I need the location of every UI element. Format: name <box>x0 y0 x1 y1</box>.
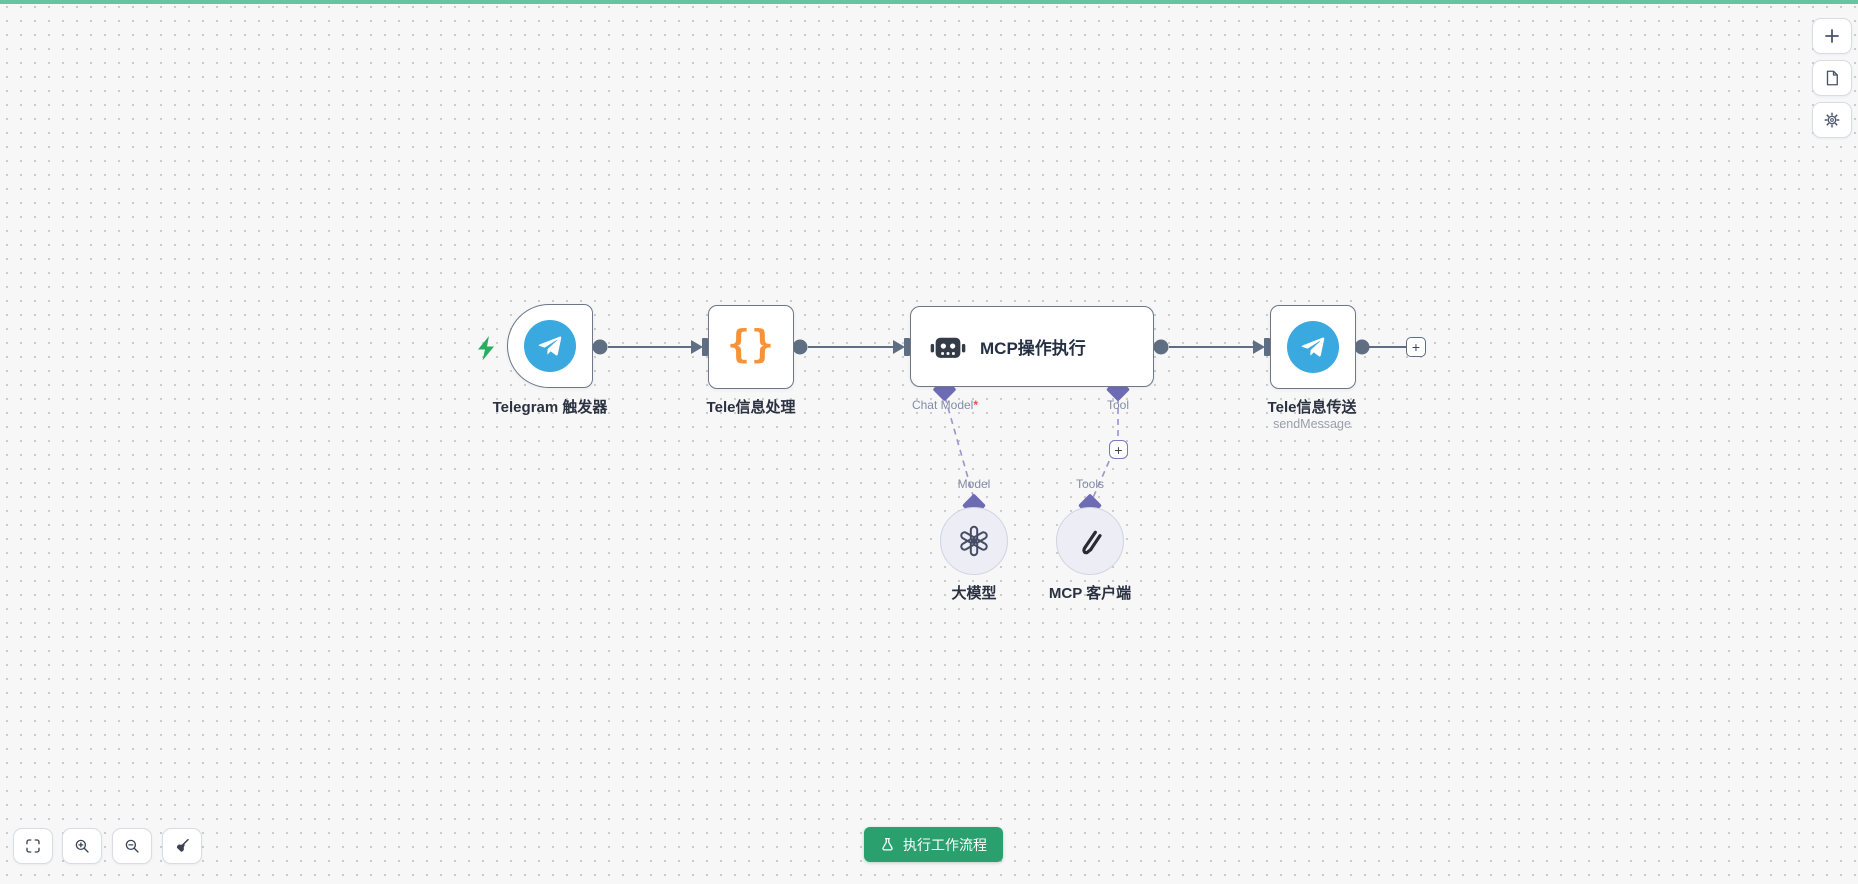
required-asterisk: * <box>973 398 979 412</box>
output-port-trigger[interactable] <box>592 339 608 355</box>
connection-trigger-to-code[interactable] <box>608 338 708 356</box>
add-tool-button[interactable]: + <box>1109 440 1128 459</box>
port-label-model: Model <box>957 477 991 491</box>
output-port-send[interactable] <box>1354 339 1370 355</box>
node-label-model: 大模型 <box>951 585 997 602</box>
gear-icon <box>1824 112 1840 128</box>
telegram-icon <box>524 320 576 372</box>
fit-view-button[interactable] <box>13 828 53 864</box>
node-title-agent: MCP操作执行 <box>980 339 1086 358</box>
note-page-icon <box>1826 70 1838 86</box>
robot-icon <box>930 337 966 358</box>
node-label-telegram-trigger: Telegram 触发器 <box>492 399 608 416</box>
magnifier-plus-icon <box>75 839 89 853</box>
node-label-telegram-send: Tele信息传送 <box>1267 399 1357 416</box>
telegram-icon <box>1287 321 1339 373</box>
node-mcp-client[interactable] <box>1056 507 1124 575</box>
node-label-code: Tele信息处理 <box>706 399 796 416</box>
frame-corners-icon <box>26 839 40 853</box>
magnifier-minus-icon <box>125 839 139 853</box>
mcp-icon <box>1082 530 1102 555</box>
connection-agent-to-send[interactable] <box>1169 338 1270 356</box>
trigger-bolt-icon <box>478 336 494 361</box>
connection-chatmodel-to-model[interactable] <box>944 396 975 500</box>
curly-braces-icon: {} <box>727 322 775 366</box>
node-model[interactable] <box>940 507 1008 575</box>
zoom-out-button[interactable] <box>112 828 152 864</box>
add-node-button[interactable] <box>1812 18 1852 54</box>
execute-workflow-label: 执行工作流程 <box>903 836 987 853</box>
sticky-note-button[interactable] <box>1812 60 1852 96</box>
openai-icon <box>960 525 988 557</box>
node-agent[interactable]: MCP操作执行 <box>910 306 1154 387</box>
port-label-tool: Tool <box>1106 398 1129 412</box>
zoom-in-button[interactable] <box>62 828 102 864</box>
flask-icon <box>882 837 893 851</box>
connection-code-to-agent[interactable] <box>808 338 910 356</box>
output-port-agent[interactable] <box>1153 339 1169 355</box>
broom-icon <box>176 838 189 852</box>
top-accent-bar <box>0 0 1858 4</box>
node-telegram-trigger[interactable] <box>507 304 593 388</box>
add-next-node-button[interactable]: + <box>1406 337 1426 357</box>
node-sublabel-send-message: sendMessage <box>1273 417 1351 431</box>
plus-icon <box>1825 29 1839 43</box>
port-label-chat-model: Chat Model* <box>911 398 979 412</box>
node-code[interactable]: {} <box>708 305 794 389</box>
node-telegram-send[interactable] <box>1270 305 1356 389</box>
port-label-tools: Tools <box>1075 477 1104 491</box>
tidy-up-button[interactable] <box>162 828 202 864</box>
settings-button[interactable] <box>1812 102 1852 138</box>
node-label-mcp-client: MCP 客户端 <box>1048 585 1132 602</box>
output-port-code[interactable] <box>792 339 808 355</box>
execute-workflow-button[interactable]: 执行工作流程 <box>864 827 1003 862</box>
